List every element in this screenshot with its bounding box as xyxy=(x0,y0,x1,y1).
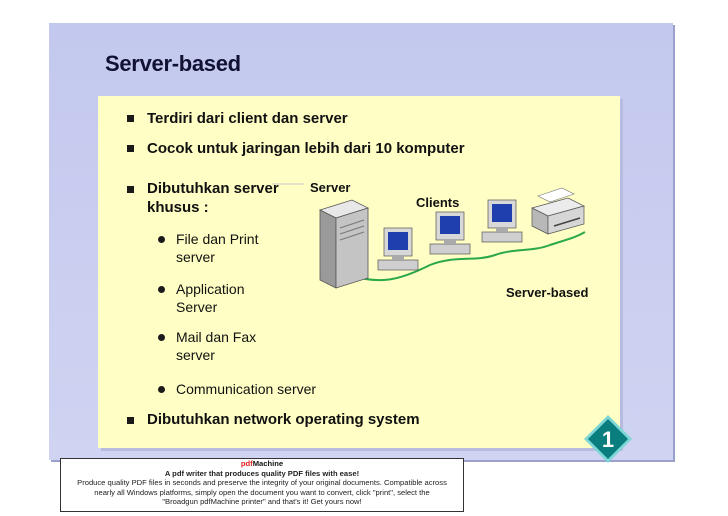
sub-bullet-marker xyxy=(158,236,165,243)
slide-title: Server-based xyxy=(105,51,241,76)
network-diagram xyxy=(272,183,586,289)
client-computer-icon xyxy=(481,199,523,243)
bullet-client-server: Terdiri dari client dan server xyxy=(147,110,348,127)
bullet-marker xyxy=(127,145,134,152)
sub-bullet-application-cont: Server xyxy=(176,299,218,315)
printer-icon xyxy=(531,187,585,235)
sub-bullet-marker xyxy=(158,386,165,393)
server-tower-icon xyxy=(318,199,370,289)
bullet-marker xyxy=(127,417,134,424)
bullet-more-than-10: Cocok untuk jaringan lebih dari 10 kompu… xyxy=(147,140,465,157)
sub-bullet-file-print-cont: server xyxy=(176,249,215,265)
sub-bullet-communication: Communication server xyxy=(176,381,317,397)
sub-bullet-mail-fax: Mail dan Fax xyxy=(176,329,257,345)
diagram-caption: Server-based xyxy=(506,285,589,300)
sub-bullet-marker xyxy=(158,286,165,293)
bullet-marker xyxy=(127,186,134,193)
clients-label: Clients xyxy=(416,195,460,210)
bullet-dedicated-server: Dibutuhkan server xyxy=(147,180,279,197)
sub-bullet-marker xyxy=(158,334,165,341)
client-computer-icon xyxy=(377,227,419,271)
sub-bullet-mail-fax-cont: server xyxy=(176,347,215,363)
bullet-marker xyxy=(127,115,134,122)
page-number-badge: 1 xyxy=(584,415,632,463)
sub-bullet-application: Application xyxy=(176,281,245,297)
sub-bullet-file-print: File dan Print xyxy=(176,231,259,247)
page-number: 1 xyxy=(602,427,614,452)
footer-brand: pdfMachine xyxy=(240,459,284,468)
pdfmachine-footer: pdfMachine A pdf writer that produces qu… xyxy=(60,458,464,512)
server-label: Server xyxy=(310,180,351,195)
footer-line-1: Produce quality PDF files in seconds and… xyxy=(77,478,447,488)
bullet-dedicated-server-cont: khusus : xyxy=(147,199,209,216)
client-computer-icon xyxy=(429,211,471,255)
network-cable xyxy=(349,231,586,282)
footer-line-3: "Broadgun pdfMachine printer" and that's… xyxy=(162,497,362,507)
footer-tagline: A pdf writer that produces quality PDF f… xyxy=(164,468,360,478)
bullet-nos: Dibutuhkan network operating system xyxy=(147,411,420,428)
footer-line-2: nearly all Windows platforms, simply ope… xyxy=(94,487,430,497)
